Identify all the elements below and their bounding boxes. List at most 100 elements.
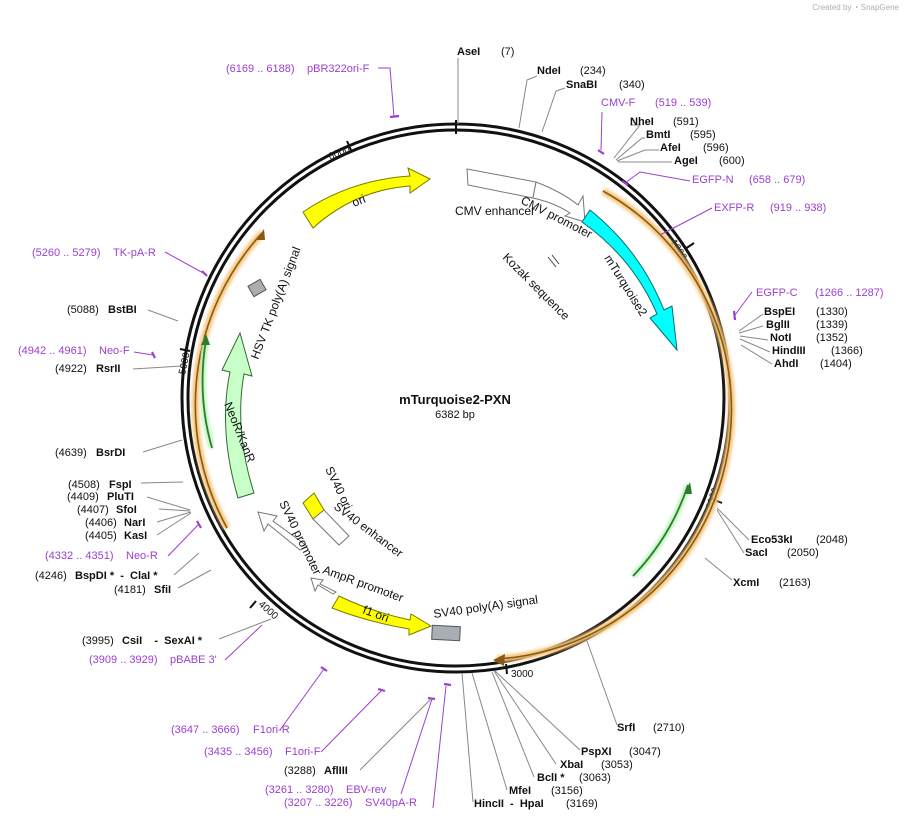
- tick-label: 5000: [177, 351, 192, 375]
- enzyme-label: AseI(7): [457, 46, 514, 58]
- credit-brand: SnapGene: [860, 3, 899, 12]
- enzyme-label: SnaBI(340): [566, 79, 645, 91]
- svg-text:NdeI: NdeI: [537, 65, 561, 77]
- enzyme-label: (4406)NarI: [85, 517, 145, 529]
- svg-text:(4406): (4406): [85, 517, 117, 529]
- svg-text:PluTI: PluTI: [107, 491, 134, 503]
- svg-text:(4181): (4181): [114, 584, 146, 596]
- cmv-promoter-arrow: [532, 181, 586, 223]
- svg-text:(4639): (4639): [55, 447, 87, 459]
- svg-text:(4246): (4246): [35, 570, 67, 582]
- enzyme-label: MfeI (3156): [509, 785, 583, 797]
- svg-text:BclI *: BclI *: [537, 772, 565, 784]
- svg-text:pBABE 3': pBABE 3': [170, 654, 217, 666]
- svg-text:BspDI * - ClaI *: BspDI * - ClaI *: [75, 570, 158, 582]
- orf-green-left-arrowhead: [201, 334, 210, 345]
- svg-text:XbaI: XbaI: [560, 759, 583, 771]
- enzyme-label: (4409) PluTI: [67, 491, 134, 503]
- svg-text:(6169 .. 6188): (6169 .. 6188): [226, 63, 295, 75]
- enzyme-label: (4508)FspI: [68, 479, 132, 491]
- ori-arrow: [302, 167, 431, 229]
- svg-text:(1366): (1366): [831, 345, 863, 357]
- svg-text:(591): (591): [673, 116, 699, 128]
- svg-text:MfeI: MfeI: [509, 785, 531, 797]
- svg-text:F1ori-R: F1ori-R: [253, 724, 290, 736]
- primer-label: (5260 .. 5279)TK-pA-R: [32, 247, 156, 259]
- svg-text:SrfI: SrfI: [617, 722, 635, 734]
- enzyme-label: AfeI(596): [660, 142, 729, 154]
- svg-text:(3288): (3288): [284, 765, 316, 777]
- svg-text:(2163): (2163): [779, 577, 811, 589]
- enzyme-label: BclI * (3063): [537, 772, 611, 784]
- svg-text:AflIII: AflIII: [324, 765, 348, 777]
- enzyme-label: HindIII (1366): [772, 345, 863, 357]
- enzyme-label: XbaI(3053): [560, 759, 633, 771]
- f1-ori-arrow: [331, 595, 433, 636]
- svg-text:(7): (7): [501, 46, 514, 58]
- svg-text:SacI: SacI: [745, 547, 768, 559]
- tick-6000: 6000: [327, 140, 352, 163]
- enzyme-label: (4405) KasI: [85, 530, 147, 542]
- primer-leader-lines: [133, 67, 753, 809]
- svg-text:CMV-F: CMV-F: [601, 97, 636, 109]
- svg-text:Eco53kI: Eco53kI: [751, 534, 793, 546]
- svg-text:pBR322ori-F: pBR322ori-F: [307, 63, 370, 75]
- svg-text:KasI: KasI: [124, 530, 147, 542]
- svg-text:(340): (340): [619, 79, 645, 91]
- svg-text:Neo-R: Neo-R: [126, 550, 158, 562]
- cmv-enhancer-label: CMV enhancer: [455, 204, 535, 218]
- svg-text:EGFP-N: EGFP-N: [692, 174, 734, 186]
- orf-left: [194, 232, 263, 529]
- svg-text:(4332 .. 4351): (4332 .. 4351): [45, 550, 114, 562]
- primer-label: EXFP-R(919 .. 938): [714, 202, 826, 214]
- primer-site-pbr322ori-f: [389, 114, 400, 119]
- svg-text:(3435 .. 3456): (3435 .. 3456): [204, 746, 273, 758]
- enzyme-label: XcmI(2163): [733, 577, 811, 589]
- enzyme-label: PspXI(3047): [581, 746, 661, 758]
- svg-text:(3063): (3063): [579, 772, 611, 784]
- kozak-label: Kozak sequence: [500, 250, 573, 323]
- plasmid-name: mTurquoise2-PXN: [399, 392, 511, 407]
- sv40-polya-box: [431, 624, 461, 642]
- svg-text:(1352): (1352): [816, 332, 848, 344]
- svg-text:F1ori-F: F1ori-F: [285, 746, 321, 758]
- svg-text:(234): (234): [580, 65, 606, 77]
- tick-3000: 3000: [505, 663, 534, 680]
- svg-text:AgeI: AgeI: [674, 155, 698, 167]
- primer-label: (4942 .. 4961)Neo-F: [18, 345, 130, 357]
- tick-label: 6000: [327, 144, 352, 163]
- primer-label: (3261 .. 3280)EBV-rev: [265, 784, 387, 796]
- sv40-enhancer-box: [312, 509, 350, 546]
- svg-text:FspI: FspI: [109, 479, 132, 491]
- svg-text:(3995): (3995): [82, 635, 114, 647]
- svg-text:AhdI: AhdI: [774, 358, 798, 370]
- svg-text:(3909 .. 3929): (3909 .. 3929): [89, 654, 158, 666]
- svg-text:HindIII: HindIII: [772, 345, 806, 357]
- svg-text:TK-pA-R: TK-pA-R: [113, 247, 156, 259]
- primer-label: (3435 .. 3456) F1ori-F: [204, 746, 321, 758]
- svg-text:(519 .. 539): (519 .. 539): [655, 97, 711, 109]
- primer-label: (3909 .. 3929) pBABE 3': [89, 654, 217, 666]
- svg-text:(5088): (5088): [67, 304, 99, 316]
- enzyme-label: NdeI (234): [537, 65, 606, 77]
- svg-text:(4407): (4407): [77, 504, 109, 516]
- svg-text:HincII - HpaI: HincII - HpaI: [474, 798, 544, 810]
- svg-text:(595): (595): [690, 129, 716, 141]
- svg-text:(4405): (4405): [85, 530, 117, 542]
- svg-text:(3169): (3169): [566, 798, 598, 810]
- svg-text:BglII: BglII: [766, 319, 790, 331]
- svg-text:(3156): (3156): [551, 785, 583, 797]
- svg-text:(596): (596): [703, 142, 729, 154]
- svg-text:(3047): (3047): [629, 746, 661, 758]
- orf-right: [496, 190, 733, 660]
- svg-text:(4409): (4409): [67, 491, 99, 503]
- svg-text:BsrDI: BsrDI: [96, 447, 125, 459]
- primer-site-egfp-c: [732, 310, 737, 321]
- enzyme-label: BmtI(595): [646, 129, 716, 141]
- svg-text:EBV-rev: EBV-rev: [346, 784, 387, 796]
- ampr-promoter-arrow: [310, 577, 337, 595]
- tick-label: 3000: [511, 669, 534, 680]
- enzyme-label: SacI(2050): [745, 547, 819, 559]
- primer-label: (3207 .. 3226)SV40pA-R: [284, 797, 417, 809]
